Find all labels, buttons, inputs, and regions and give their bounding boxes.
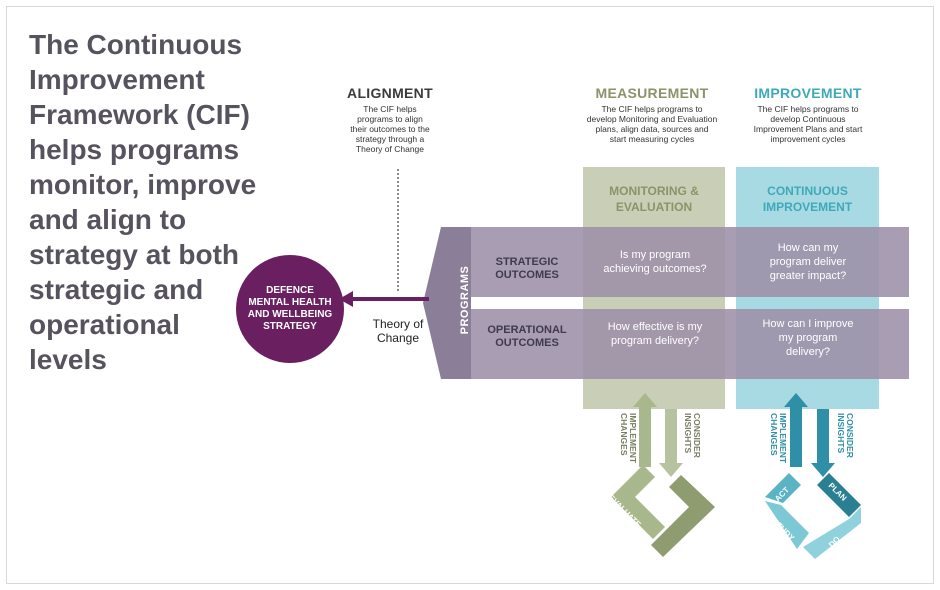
act-segment (765, 473, 801, 503)
measurement-consider-label: CONSIDER INSIGHTS (683, 413, 702, 458)
consider-arrowhead (659, 463, 683, 477)
consider-arrow-shaft (665, 409, 677, 465)
operational-outcomes-label: OPERATIONAL OUTCOMES (487, 324, 567, 349)
alignment-dotted-line (397, 169, 399, 291)
diagram-frame: The Continuous Improvement Framework (CI… (6, 6, 934, 584)
question-strategic-monitoring: Is my program achieving outcomes? (603, 249, 707, 275)
alignment-title: ALIGNMENT (347, 85, 433, 101)
headline: The Continuous Improvement Framework (CI… (29, 29, 257, 375)
strategic-band (471, 227, 909, 297)
operational-band (471, 309, 909, 379)
alignment-header: ALIGNMENT The CIF helps programs to alig… (327, 85, 453, 154)
question-operational-monitoring: How effective is my program delivery? (607, 321, 703, 347)
programs-tab (423, 227, 471, 379)
alignment-description: The CIF helps programs to align their ou… (350, 104, 430, 154)
improvement-title: IMPROVEMENT (754, 85, 862, 101)
question-operational-improvement: How can I improve my program delivery? (762, 318, 854, 358)
monitoring-panel-title: MONITORING & EVALUATION (609, 184, 699, 214)
do-segment (803, 507, 861, 559)
theory-of-change-label: Theory of Change (372, 317, 424, 345)
measurement-title: MEASUREMENT (595, 85, 709, 101)
consider-arrowhead-2 (811, 463, 835, 477)
improvement-cycle (765, 393, 861, 559)
plan-segment (817, 473, 861, 517)
improvement-panel-title: CONTINUOUS IMPROVEMENT (762, 184, 853, 214)
measurement-implement-label: IMPLEMENT CHANGES (619, 413, 638, 464)
question-strategic-improvement: How can my program deliver greater impac… (769, 242, 847, 282)
implement-arrowhead (633, 393, 657, 407)
theory-of-change-arrowhead (339, 291, 353, 307)
measurement-cycle (611, 393, 715, 557)
improvement-header: IMPROVEMENT The CIF helps programs to de… (733, 85, 883, 144)
programs-label: PROGRAMS (459, 265, 471, 335)
consider-arrow-shaft-2 (817, 409, 829, 465)
strategy-circle: DEFENCE MENTAL HEALTH AND WELLBEING STRA… (236, 255, 344, 363)
implement-arrowhead-2 (784, 393, 808, 407)
evaluate-segment (611, 465, 665, 539)
measurement-header: MEASUREMENT The CIF helps programs to de… (567, 85, 737, 144)
monitor-segment (651, 475, 715, 557)
measurement-description: The CIF helps programs to develop Monito… (586, 104, 718, 144)
improvement-consider-label: CONSIDER INSIGHTS (836, 413, 855, 458)
implement-arrow-shaft (639, 405, 651, 467)
strategic-outcomes-label: STRATEGIC OUTCOMES (495, 256, 559, 281)
improvement-implement-label: IMPLEMENT CHANGES (769, 413, 788, 464)
diagram-shapes (339, 167, 909, 559)
improvement-description: The CIF helps programs to develop Contin… (753, 104, 863, 144)
study-segment (765, 501, 809, 549)
implement-arrow-shaft-2 (790, 405, 802, 467)
